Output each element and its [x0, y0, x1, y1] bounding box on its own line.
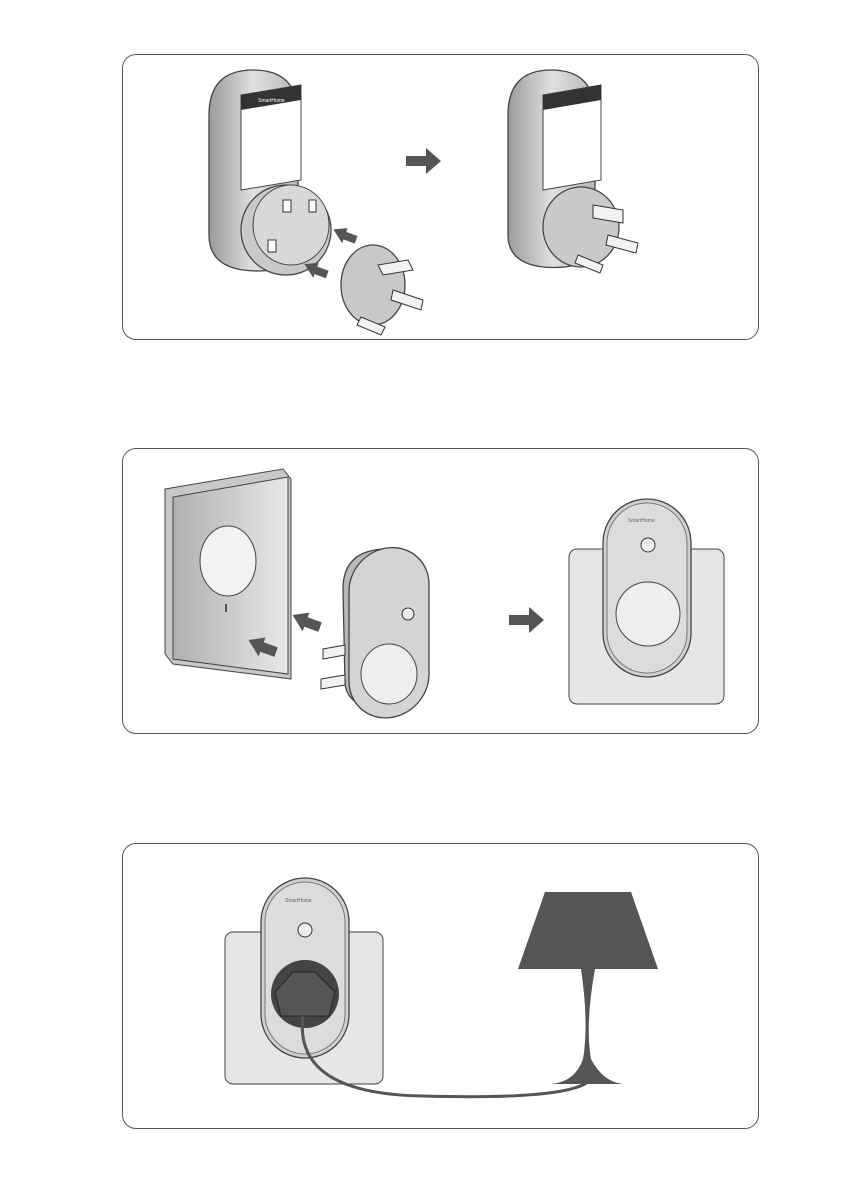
- power-button-icon: [297, 922, 313, 938]
- arrow-right-icon: [509, 607, 544, 633]
- step-3-panel: SmartHome: [122, 843, 759, 1129]
- logo-text: SmartHome: [258, 98, 285, 104]
- smart-plug-assembled: [507, 69, 639, 274]
- logo-text: SmartHome: [285, 898, 312, 904]
- smart-plug-back-left: SmartHome: [208, 69, 332, 276]
- smart-plug: [320, 546, 430, 719]
- plug-head: [274, 971, 336, 1017]
- step-2-panel: SmartHome: [122, 448, 759, 734]
- attach-adapter-illustration: SmartHome: [208, 69, 639, 336]
- connect-lamp-illustration: SmartHome: [224, 877, 658, 1099]
- logo-text: SmartHome: [628, 518, 655, 524]
- power-cable: [300, 1015, 589, 1099]
- smart-plug-installed: SmartHome: [224, 877, 384, 1085]
- wall-socket: [164, 468, 292, 680]
- arrow-right-icon: [406, 148, 441, 174]
- step-1-panel: SmartHome: [122, 54, 759, 340]
- plug-in-wall-illustration: SmartHome: [164, 468, 725, 719]
- lamp-icon: [518, 892, 658, 1084]
- smart-plug-installed: SmartHome: [568, 498, 725, 705]
- power-button-icon: [640, 537, 656, 553]
- uk-adapter: [340, 244, 424, 336]
- insert-arrows: [304, 228, 358, 279]
- insert-arrows: [248, 612, 322, 657]
